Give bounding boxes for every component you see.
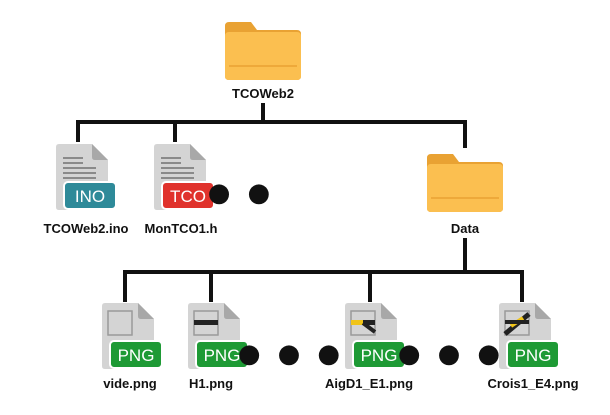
file-icon[interactable] <box>150 143 218 213</box>
file-label-montco: MonTCO1.h <box>144 221 218 236</box>
file-label-aigd1: AigD1_E1.png <box>324 376 414 391</box>
file-badge-ino: INO <box>74 187 106 206</box>
file-label-h1: H1.png <box>188 376 234 391</box>
file-icon[interactable] <box>184 302 252 372</box>
file-label-vide: vide.png <box>103 376 157 391</box>
file-icon[interactable] <box>341 302 409 372</box>
file-label-ino: TCOWeb2.ino <box>43 221 129 236</box>
folder-icon[interactable] <box>423 150 507 214</box>
file-badge-png: PNG <box>117 346 155 365</box>
file-icon[interactable] <box>52 143 120 213</box>
file-icon[interactable] <box>98 302 166 372</box>
file-icon[interactable] <box>495 302 563 372</box>
file-badge-png: PNG <box>203 346 241 365</box>
file-label-crois1: Crois1_E4.png <box>487 376 579 391</box>
file-badge-png: PNG <box>514 346 552 365</box>
folder-icon[interactable] <box>221 18 305 82</box>
file-badge-png: PNG <box>360 346 398 365</box>
data-folder-label: Data <box>450 221 480 236</box>
file-badge-tco: TCO <box>170 187 206 206</box>
ellipsis-level2-a: ● ● ● <box>237 339 345 369</box>
root-folder-label: TCOWeb2 <box>232 86 294 101</box>
ellipsis-level2-b: ● ● ● <box>397 339 505 369</box>
ellipsis-level1: ● ● <box>207 178 275 208</box>
